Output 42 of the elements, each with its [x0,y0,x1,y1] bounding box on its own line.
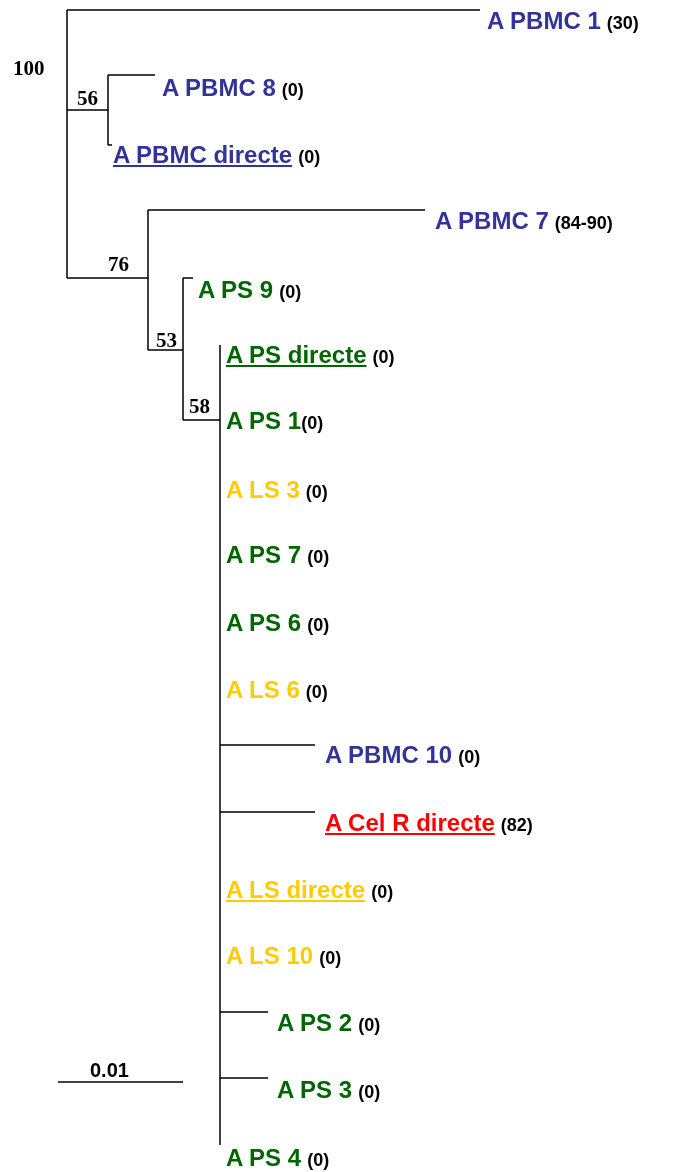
sample-count: (0) [305,682,328,702]
sample-count: (0) [281,80,304,100]
taxon-label: A PBMC 8 [162,74,276,101]
taxon-label: A LS 10 [226,942,314,969]
sample-count: (0) [307,615,330,635]
sample-count: (30) [606,13,639,33]
taxon-label: A LS 3 [226,476,300,503]
bootstrap-value: 58 [189,394,210,418]
sample-count: (0) [372,347,395,367]
sample-count: (0) [358,1082,381,1102]
sample-count: (0) [307,1150,330,1170]
sample-count: (84-90) [554,213,613,233]
taxon-label: A LS directe [226,876,366,903]
taxon-label: A PBMC 7 [435,207,549,234]
sample-count: (82) [500,815,533,835]
sample-count: (0) [319,948,342,968]
taxon-label: A PS 6 [226,609,302,636]
sample-count: (0) [371,882,394,902]
taxon-label: A Cel R directe [325,809,495,836]
sample-count: (0) [358,1015,381,1035]
bootstrap-value: 76 [108,252,129,276]
taxon-label: A PS 4 [226,1144,302,1171]
taxon-label: A PS 1 [226,407,302,434]
bootstrap-value: 100 [13,56,45,80]
taxon-label: A LS 6 [226,676,300,703]
taxon-label: A PBMC directe [113,141,293,168]
sample-count: (0) [298,147,321,167]
taxon-label: A PS 7 [226,541,302,568]
bootstrap-value: 53 [156,328,177,352]
taxon-label: A PBMC 1 [487,7,601,34]
taxon-label: A PS 2 [277,1009,353,1036]
taxon-label: A PBMC 10 [325,741,453,768]
sample-count: (0) [458,747,481,767]
bootstrap-value: 56 [77,86,98,110]
taxon-label: A PS directe [226,341,367,368]
scale-value: 0.01 [90,1058,129,1082]
sample-count: (0) [307,547,330,567]
taxon-label: A PS 9 [198,276,274,303]
sample-count: (0) [279,282,302,302]
sample-count: (0) [301,413,324,433]
sample-count: (0) [305,482,328,502]
taxon-label: A PS 3 [277,1076,353,1103]
